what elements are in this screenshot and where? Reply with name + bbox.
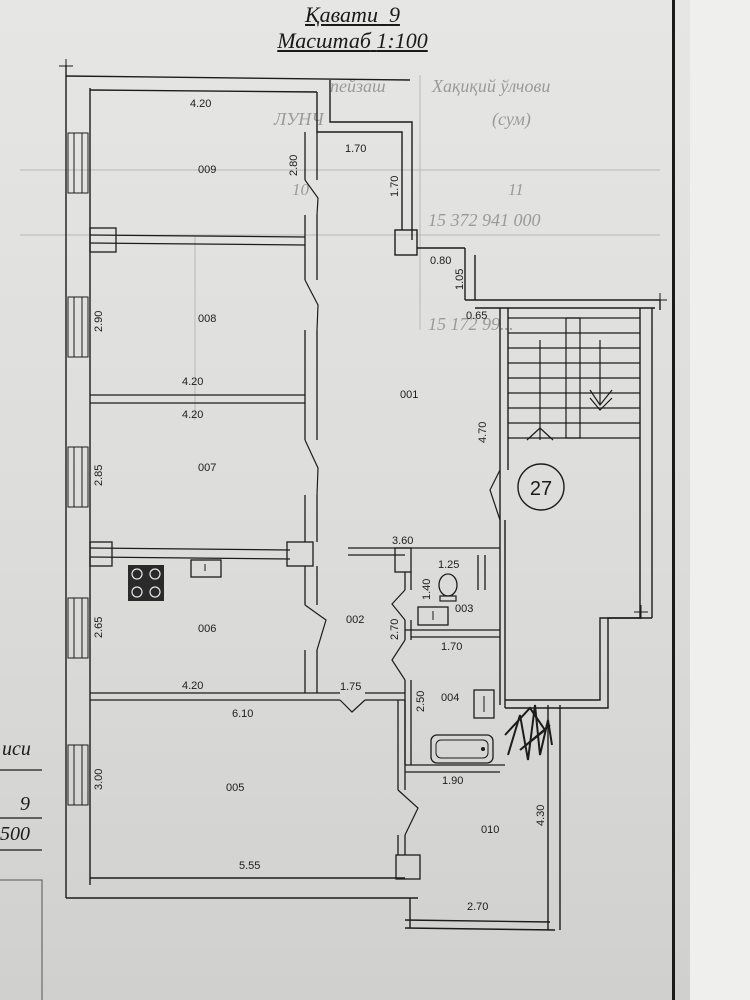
dimension-label: 3.60 [392, 535, 413, 547]
room-label: 010 [481, 824, 499, 836]
kitchen-sink-icon [190, 559, 222, 578]
scale-label: Масштаб [277, 28, 371, 53]
room-label: 006 [198, 623, 216, 635]
dimension-label: 2.50 [415, 691, 427, 712]
dimension-label: 0.65 [466, 310, 487, 322]
toilet-icon [438, 573, 458, 602]
staircase [508, 317, 640, 511]
dimension-label: 2.90 [93, 311, 105, 332]
scribble-mark [504, 704, 553, 761]
floor-label: Қавати [305, 2, 378, 27]
page-edge [690, 0, 750, 1000]
room-label: 009 [198, 164, 216, 176]
left-fragment-number: 9 [20, 793, 30, 815]
bathtub-icon [430, 734, 494, 764]
ghost-col-2: 11 [508, 180, 524, 199]
dimension-label: 2.65 [93, 617, 105, 638]
stair-number: 27 [530, 478, 552, 500]
dimension-label: 1.75 [340, 681, 361, 693]
stove-icon [128, 565, 164, 601]
dimension-label: 0.80 [430, 255, 451, 267]
dimension-label: 1.25 [438, 559, 459, 571]
washbasin-icon [473, 689, 495, 719]
dimension-label: 1.70 [389, 176, 401, 197]
ghost-value-2: 15 172 99... [428, 314, 514, 334]
dimension-label: 1.40 [421, 579, 433, 600]
dimension-label: 2.70 [467, 901, 488, 913]
room-labels: 009 008 007 006 005 001 002 003 004 010 [198, 164, 499, 836]
dimension-label: 2.85 [93, 465, 105, 486]
ghost-header-2: Хақиқий ўлчови [431, 76, 550, 96]
dimension-label: 1.70 [441, 641, 462, 653]
ghost-col-1: 10 [292, 180, 310, 199]
room-label: 002 [346, 614, 364, 626]
bathroom-sink-icon [417, 606, 449, 626]
dimension-label: 1.90 [442, 775, 463, 787]
floor-value: 9 [388, 2, 400, 27]
left-stamp-fragment: иси 9 500 [0, 738, 43, 1000]
dimension-label: 1.05 [454, 269, 466, 290]
room-label: 005 [226, 782, 244, 794]
dimension-label: 4.20 [182, 680, 203, 692]
dimension-label: 4.20 [182, 376, 203, 388]
outer-walls [65, 65, 661, 931]
floor-title: Қавати 9 [0, 2, 705, 28]
dimension-label: 6.10 [232, 708, 253, 720]
dimension-label: 5.55 [239, 860, 260, 872]
dimension-label: 3.00 [93, 769, 105, 790]
left-fragment-scale: 500 [0, 823, 30, 845]
background-table: пейзаш Хақиқий ўлчови ЛУНЧ (сум) 10 11 1… [20, 75, 660, 420]
scale-value: 1:100 [376, 28, 428, 53]
room-label: 008 [198, 313, 216, 325]
dimension-labels: 4.20 2.80 1.70 1.70 0.80 1.05 0.65 2.90 … [93, 98, 547, 913]
dimension-label: 4.70 [477, 422, 489, 443]
doors [304, 179, 501, 836]
dimension-label: 4.30 [535, 805, 547, 826]
cross-marks [59, 59, 667, 619]
windows-left [67, 132, 89, 806]
room-label: 004 [441, 692, 459, 704]
page-edge-line [672, 0, 675, 1000]
room-label: 003 [455, 603, 473, 615]
dimension-label: 2.70 [389, 619, 401, 640]
dimension-label: 2.80 [288, 155, 300, 176]
dimension-label: 1.70 [345, 143, 366, 155]
left-fragment-text: иси [2, 738, 31, 760]
fixtures [128, 559, 553, 764]
ghost-header-1: пейзаш [330, 76, 386, 96]
ghost-value-1: 15 372 941 000 [428, 210, 541, 230]
interior-walls [89, 132, 505, 880]
dimension-label: 4.20 [182, 409, 203, 421]
room-label: 007 [198, 462, 216, 474]
ghost-header-3: ЛУНЧ [273, 109, 325, 129]
ghost-header-4: (сум) [492, 109, 531, 130]
dimension-label: 4.20 [190, 98, 211, 110]
scale-title: Масштаб 1:100 [0, 28, 705, 54]
room-label: 001 [400, 389, 418, 401]
